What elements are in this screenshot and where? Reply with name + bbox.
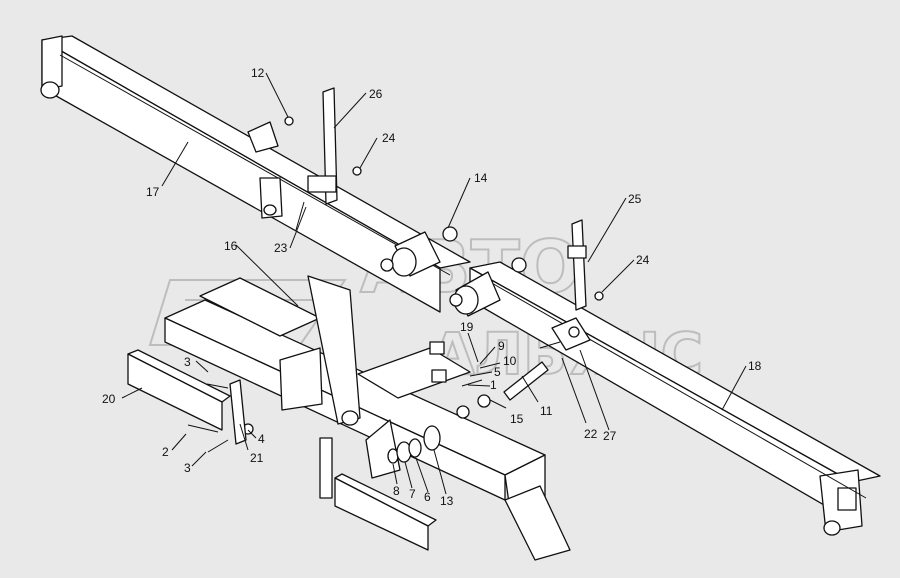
callout-20: 20 — [102, 392, 116, 406]
callout-21: 21 — [250, 451, 264, 465]
callout-18: 18 — [748, 359, 762, 373]
callout-26: 26 — [369, 87, 383, 101]
callout-1: 1 — [490, 378, 497, 392]
callout-19: 19 — [460, 320, 474, 334]
callout-8: 8 — [393, 484, 400, 498]
lower-drawbar — [319, 437, 571, 561]
callout-10: 10 — [503, 354, 517, 368]
callout-labels: 12 26 24 17 14 25 24 16 23 18 19 9 10 5 … — [102, 66, 762, 508]
callout-24: 24 — [382, 131, 396, 145]
callout-14: 14 — [474, 171, 488, 185]
leader-lines — [121, 72, 747, 495]
pin-11 — [503, 361, 549, 401]
callout-5: 5 — [494, 365, 501, 379]
link-22-27 — [551, 317, 591, 351]
bracket-25 — [567, 219, 587, 311]
callout-16: 16 — [224, 239, 238, 253]
lugs-beam-17 — [247, 121, 283, 219]
callout-15: 15 — [510, 412, 524, 426]
central-frame-16 — [164, 275, 546, 511]
callout-7: 7 — [409, 487, 416, 501]
plate-13 — [365, 419, 441, 479]
callout-4: 4 — [258, 432, 265, 446]
callout-11: 11 — [540, 404, 553, 418]
callout-27: 27 — [603, 429, 617, 443]
callout-17: 17 — [146, 185, 160, 199]
callout-24-right: 24 — [636, 253, 650, 267]
callout-3-upper: 3 — [184, 355, 191, 369]
callout-25: 25 — [628, 192, 642, 206]
plate-21 — [229, 379, 247, 445]
pivot-tube-lower — [453, 271, 501, 317]
callout-12: 12 — [251, 66, 265, 80]
bracket-26 — [307, 87, 338, 205]
bar-20 — [127, 349, 231, 431]
callout-6: 6 — [424, 490, 431, 504]
callout-23: 23 — [274, 241, 288, 255]
pivot-tube-upper — [391, 231, 441, 277]
bolts — [187, 201, 561, 453]
callout-9: 9 — [498, 339, 505, 353]
callout-22: 22 — [584, 427, 598, 441]
washers — [387, 438, 422, 464]
callout-13: 13 — [440, 494, 454, 508]
callout-3-lower: 3 — [184, 461, 191, 475]
callout-2: 2 — [162, 445, 169, 459]
